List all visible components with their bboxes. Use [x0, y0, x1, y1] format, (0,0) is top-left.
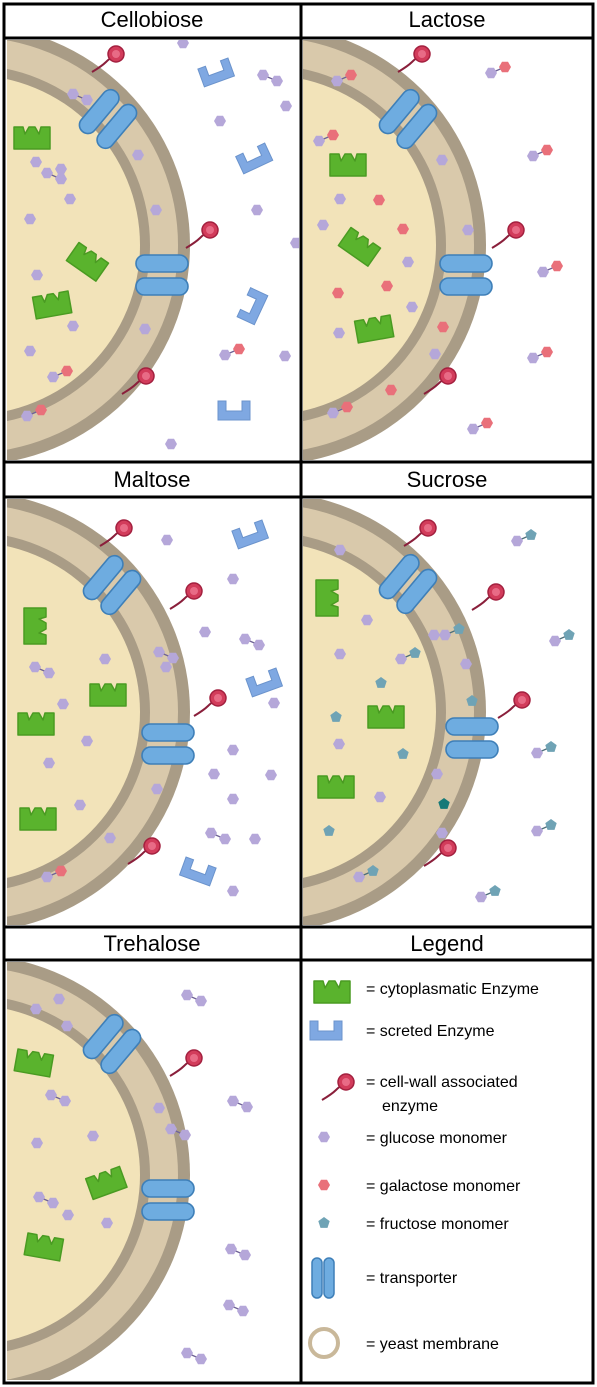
sucrose-panel: [303, 499, 575, 925]
legend: = cytoplasmatic Enzyme = screted Enzyme …: [308, 980, 539, 1359]
secreted-enzyme-icon: [309, 1020, 343, 1041]
cytoplasmatic-enzyme-icon: [329, 153, 367, 177]
legend-label-cytoplasmatic-enzyme: = cytoplasmatic Enzyme: [366, 981, 539, 998]
cytoplasmatic-enzyme-icon: [313, 980, 351, 1004]
legend-label-fructose: = fructose monomer: [366, 1216, 509, 1233]
legend-label-glucose: = glucose monomer: [366, 1130, 508, 1147]
cell-wall-enzyme-icon: [99, 519, 133, 547]
secreted-enzyme-icon: [217, 400, 251, 421]
cytoplasmatic-enzyme-icon: [317, 775, 355, 799]
cell-wall-enzyme-icon: [491, 221, 525, 249]
yeast-cell: [7, 499, 190, 925]
legend-label-secreted-enzyme: = screted Enzyme: [366, 1023, 495, 1040]
cellobiose-panel: [7, 40, 299, 460]
panel-title-legend: Legend: [410, 931, 483, 956]
secreted-enzyme-icon: [236, 287, 269, 326]
legend-label-yeast-membrane: = yeast membrane: [366, 1336, 499, 1353]
galactose-icon: [318, 1179, 330, 1191]
cytoplasmatic-enzyme-icon: [23, 607, 47, 645]
yeast-cell: [7, 40, 190, 460]
cell-wall-enzyme-icon: [185, 221, 219, 249]
panel-title-cellobiose: Cellobiose: [101, 7, 204, 32]
cell-wall-enzyme-icon: [193, 689, 227, 717]
cell-wall-enzyme-icon: [397, 45, 431, 73]
transporter-icon: [311, 1257, 335, 1299]
lactose-panel: [303, 40, 563, 460]
cell-wall-enzyme-icon: [169, 582, 203, 610]
secreted-enzyme-icon: [231, 519, 269, 550]
yeast-membrane-icon: [308, 1327, 340, 1359]
panel-title-lactose: Lactose: [408, 7, 485, 32]
legend-label-cell-wall-enzyme-cont: enzyme: [382, 1098, 438, 1115]
legend-label-transporter: = transporter: [366, 1270, 458, 1287]
panel-title-trehalose: Trehalose: [103, 931, 200, 956]
fructose-icon: [318, 1217, 330, 1228]
secreted-enzyme-icon: [245, 667, 283, 698]
cytoplasmatic-enzyme-icon: [89, 683, 127, 707]
cell-wall-enzyme-icon: [321, 1073, 355, 1101]
cell-wall-enzyme-icon: [471, 583, 505, 611]
legend-label-galactose: = galactose monomer: [366, 1178, 521, 1195]
cell-wall-enzyme-icon: [91, 45, 125, 73]
secreted-enzyme-icon: [197, 57, 235, 88]
glucose-icon: [318, 1131, 330, 1143]
panel-title-maltose: Maltose: [113, 467, 190, 492]
trehalose-panel: [7, 962, 253, 1380]
legend-label-cell-wall-enzyme: = cell-wall associated: [366, 1074, 518, 1091]
cytoplasmatic-enzyme-icon: [315, 579, 339, 617]
cytoplasmatic-enzyme-icon: [17, 712, 55, 736]
panel-title-sucrose: Sucrose: [407, 467, 488, 492]
maltose-panel: [7, 499, 283, 925]
secreted-enzyme-icon: [179, 856, 217, 887]
cytoplasmatic-enzyme-icon: [367, 705, 405, 729]
cytoplasmatic-enzyme-icon: [13, 126, 51, 150]
cytoplasmatic-enzyme-icon: [19, 807, 57, 831]
cell-wall-enzyme-icon: [497, 691, 531, 719]
cell-wall-enzyme-icon: [169, 1049, 203, 1077]
yeast-cell: [7, 962, 190, 1380]
cell-wall-enzyme-icon: [403, 519, 437, 547]
secreted-enzyme-icon: [235, 142, 274, 175]
